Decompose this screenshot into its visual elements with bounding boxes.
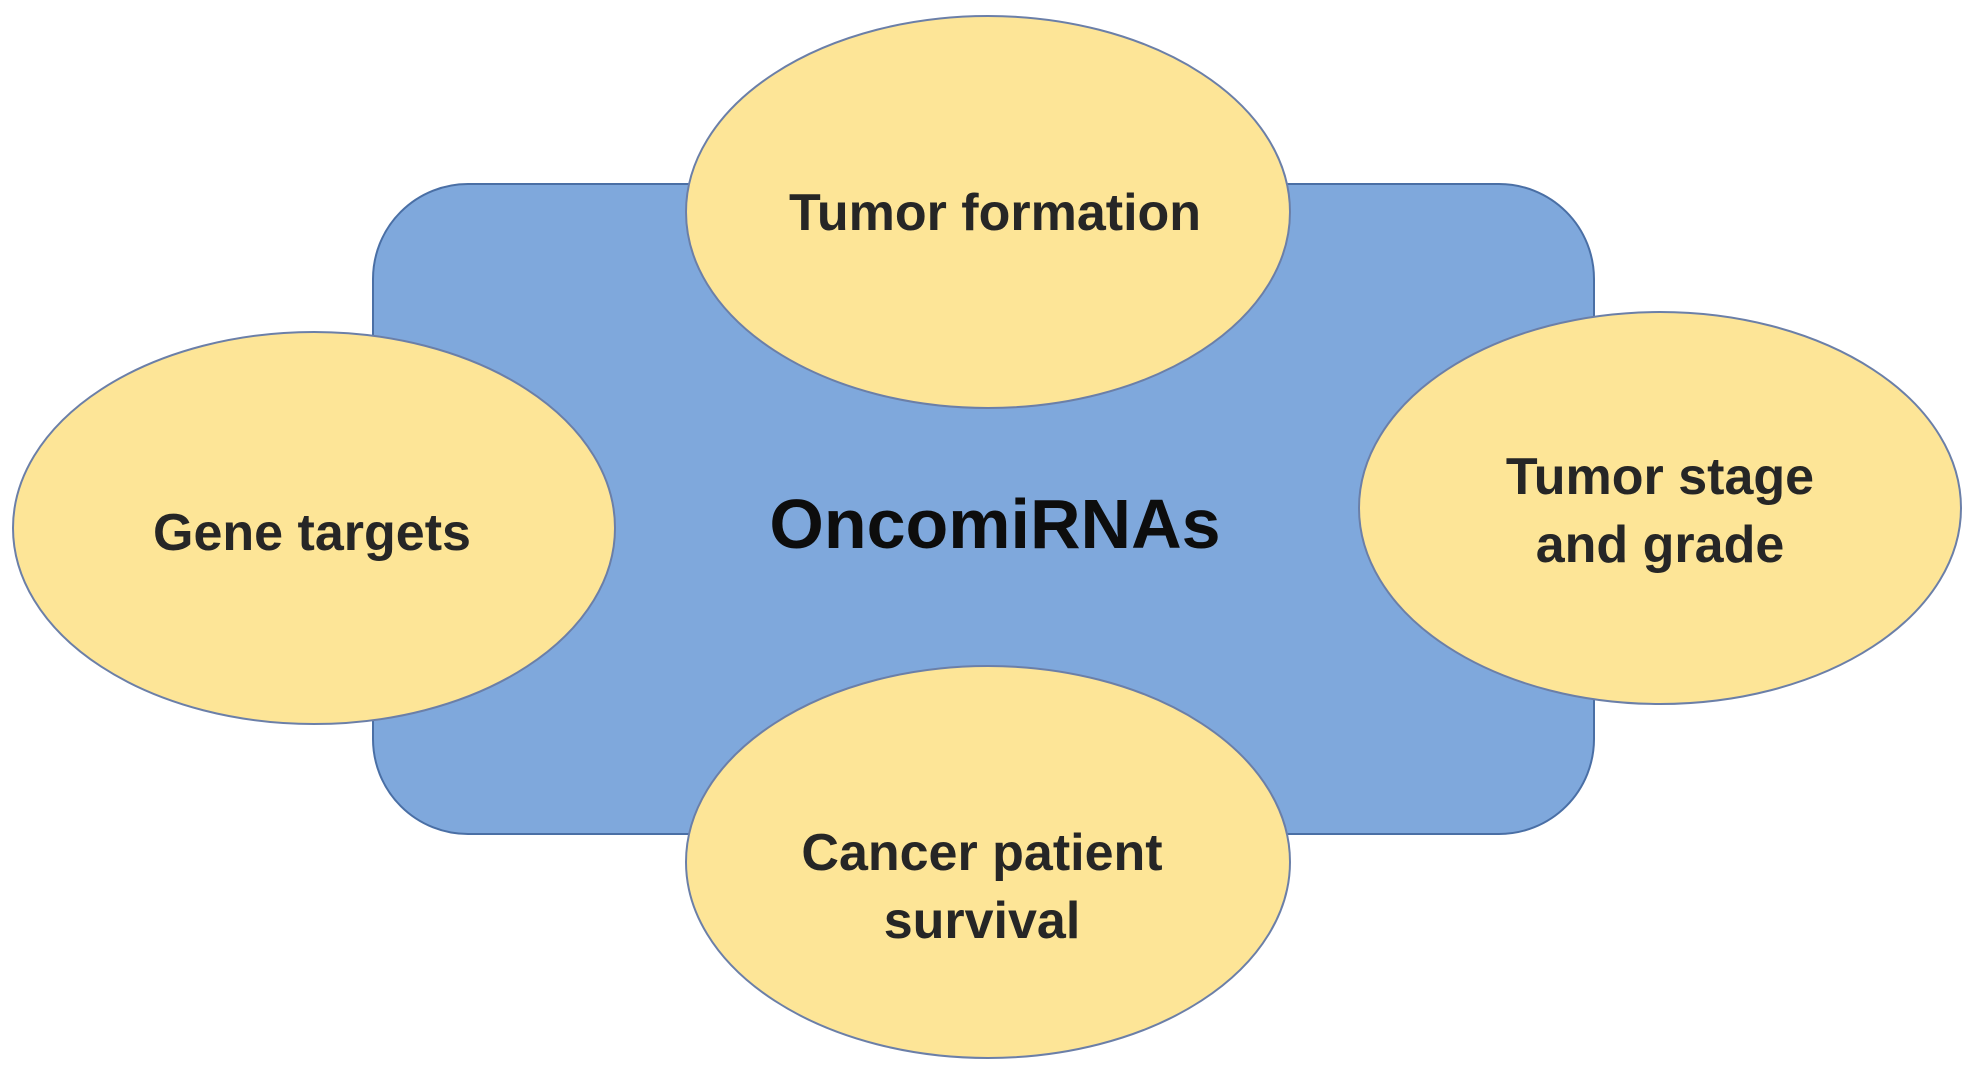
node-tumor-formation-ellipse — [685, 15, 1291, 409]
node-cancer-patient-survival-ellipse — [685, 665, 1291, 1059]
node-tumor-formation-label: Tumor formation — [789, 184, 1201, 242]
node-cancer-patient-survival: Cancer patient survival — [685, 665, 1291, 1059]
node-gene-targets: Gene targets — [12, 331, 616, 725]
node-gene-targets-label: Gene targets — [153, 504, 471, 562]
node-tumor-stage-grade-label-line1: Tumor stage — [1506, 448, 1814, 506]
node-tumor-stage-grade-label-line2: and grade — [1536, 516, 1785, 574]
node-tumor-formation: Tumor formation — [685, 15, 1291, 409]
node-gene-targets-ellipse — [12, 331, 616, 725]
node-tumor-stage-grade-ellipse — [1358, 311, 1962, 705]
center-label: OncomiRNAs — [769, 485, 1220, 563]
node-tumor-stage-grade: Tumor stage and grade — [1358, 311, 1962, 705]
node-cancer-patient-survival-label-line1: Cancer patient — [801, 824, 1162, 882]
node-cancer-patient-survival-label-line2: survival — [884, 892, 1081, 950]
